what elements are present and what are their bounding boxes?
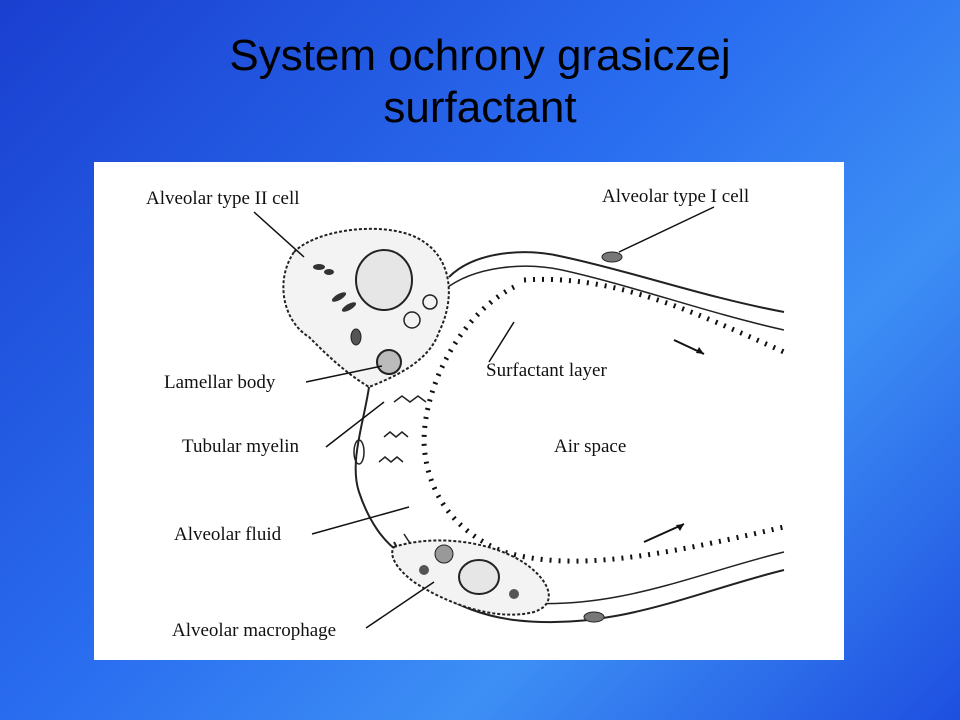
slide-title-line-2: surfactant [383, 83, 577, 132]
label-type2-cell: Alveolar type II cell [146, 188, 300, 209]
surfactant-layer-shape [421, 284, 785, 564]
label-air-space: Air space [554, 436, 626, 457]
label-alveolar-fluid: Alveolar fluid [174, 524, 282, 545]
label-tubular-myelin: Tubular myelin [182, 436, 299, 457]
lamellar-body-shape [376, 349, 402, 375]
type2-nucleus [355, 249, 413, 311]
slide-title: System ochrony grasiczej surfactant [0, 30, 960, 134]
label-surfactant-layer: Surfactant layer [486, 360, 607, 381]
type2-cell-shape [282, 227, 450, 389]
label-type1-cell: Alveolar type I cell [602, 186, 749, 207]
slide-title-line-1: System ochrony grasiczej [229, 31, 731, 80]
label-alveolar-macrophage: Alveolar macrophage [172, 620, 336, 641]
label-lamellar-body: Lamellar body [164, 372, 276, 393]
alveolus-illustration: Alveolar type II cell Alveolar type I ce… [146, 186, 786, 641]
alveolus-diagram: Alveolar type II cell Alveolar type I ce… [94, 162, 844, 660]
